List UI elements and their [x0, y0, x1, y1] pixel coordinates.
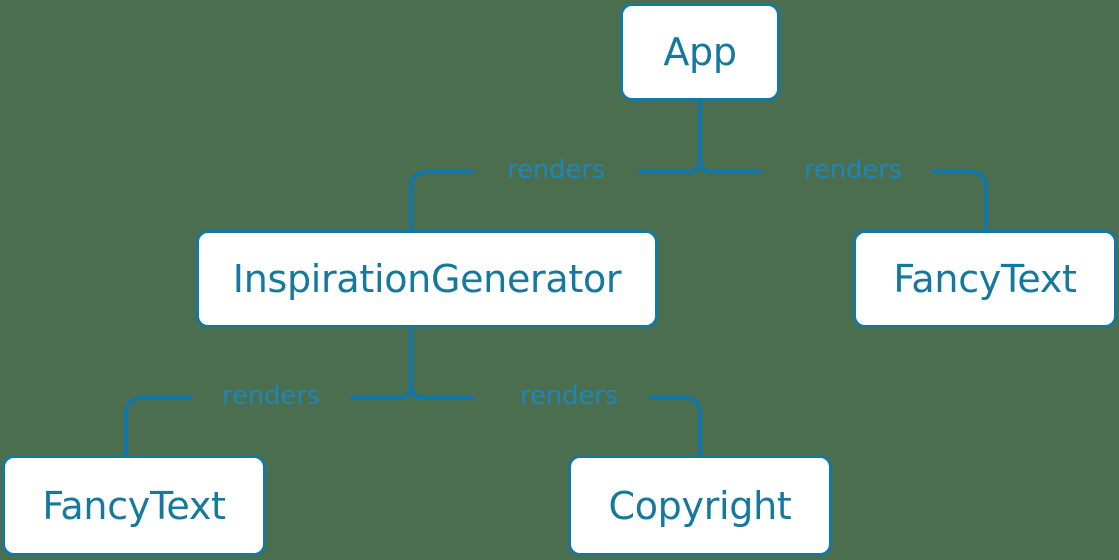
node-app-label: App — [663, 30, 737, 74]
edge-app-to-inspirationgenerator — [409, 170, 474, 232]
node-copyright[interactable]: Copyright — [568, 455, 832, 556]
edge-label-app-inspirationgenerator: renders — [507, 155, 605, 185]
edge-app-trunk — [698, 99, 762, 174]
node-inspiration-generator[interactable]: InspirationGenerator — [196, 230, 658, 328]
node-copyright-label: Copyright — [608, 483, 792, 528]
node-fancytext-right[interactable]: FancyText — [853, 230, 1117, 328]
edge-app-to-fancytext-right — [932, 170, 988, 232]
edge-inspirationgenerator-trunk — [409, 326, 474, 400]
edge-app-trunk-left — [638, 158, 702, 174]
edge-inspirationgenerator-trunk-left — [350, 384, 413, 400]
edge-inspirationgenerator-to-fancytext-bottom — [124, 396, 192, 457]
edge-inspirationgenerator-to-copyright — [648, 396, 702, 457]
edge-label-inspirationgenerator-copyright: renders — [520, 381, 618, 411]
node-fancytext-bottom-label: FancyText — [42, 483, 226, 528]
edge-label-inspirationgenerator-fancytext-bottom: renders — [222, 381, 320, 411]
node-fancytext-right-label: FancyText — [893, 257, 1077, 301]
node-app[interactable]: App — [620, 3, 780, 101]
edge-label-app-fancytext-right: renders — [804, 155, 902, 185]
node-inspiration-generator-label: InspirationGenerator — [232, 257, 622, 301]
node-fancytext-bottom[interactable]: FancyText — [2, 455, 266, 556]
